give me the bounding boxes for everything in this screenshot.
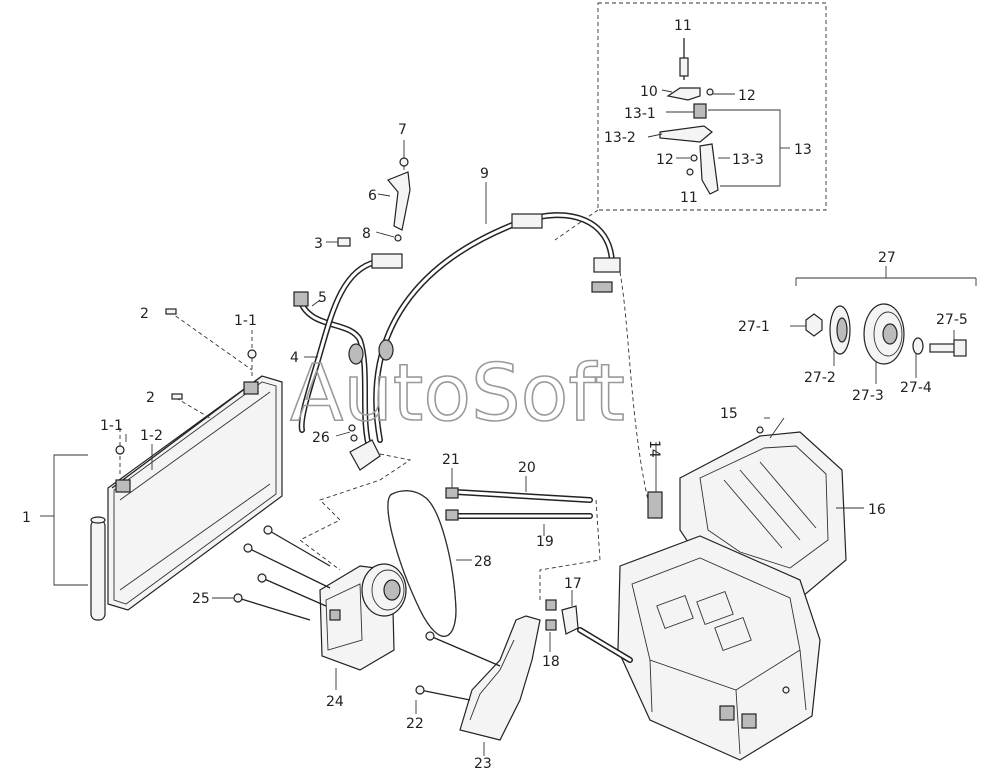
callout-2a: 2 [140, 306, 149, 322]
callout-27-3: 27-3 [852, 388, 884, 404]
callout-1: 1 [22, 510, 31, 526]
callout-27-1: 27-1 [738, 319, 770, 335]
callout-1-1b: 1-1 [234, 313, 257, 329]
callout-9: 9 [480, 166, 489, 182]
pressure-hose-14 [619, 271, 663, 519]
condenser-icon [90, 375, 283, 621]
callout-13-2: 13-2 [604, 130, 636, 146]
callout-10: 10 [640, 84, 658, 100]
drive-belt-icon [387, 490, 472, 637]
callout-1-1a: 1-1 [100, 418, 123, 434]
callout-1-2: 1-2 [140, 428, 163, 444]
callout-26: 26 [312, 430, 330, 446]
callout-5: 5 [318, 290, 327, 306]
heater-hoses [445, 468, 601, 600]
callout-14: 14 [646, 440, 662, 458]
callout-13-1: 13-1 [624, 106, 656, 122]
callout-27-2: 27-2 [804, 370, 836, 386]
callout-28: 28 [474, 554, 492, 570]
expansion-valve [545, 590, 579, 652]
callout-11b: 11 [680, 190, 698, 206]
callout-17: 17 [564, 576, 582, 592]
callout-3: 3 [314, 236, 323, 252]
callout-11a: 11 [674, 18, 692, 34]
compressor-bolts [212, 525, 337, 690]
callout-16: 16 [868, 502, 886, 518]
callout-13-3: 13-3 [732, 152, 764, 168]
hvac-unit-icon [577, 417, 864, 761]
condenser-bolts [115, 308, 257, 474]
callout-27-4: 27-4 [900, 380, 932, 396]
callout-27: 27 [878, 250, 896, 266]
callout-22: 22 [406, 716, 424, 732]
callout-19: 19 [536, 534, 554, 550]
callout-15: 15 [720, 406, 738, 422]
callout-18: 18 [542, 654, 560, 670]
watermark: AutoSoft [290, 349, 625, 439]
callout-23: 23 [474, 756, 492, 772]
callout-8: 8 [362, 226, 371, 242]
callout-25: 25 [192, 591, 210, 607]
pulley-icon [790, 266, 977, 384]
callout-12b: 12 [656, 152, 674, 168]
callout-21: 21 [442, 452, 460, 468]
clamp-parts [304, 140, 487, 442]
callout-27-5: 27-5 [936, 312, 968, 328]
callout-2b: 2 [146, 390, 155, 406]
compressor-icon [319, 563, 407, 671]
refrigerant-lines [293, 212, 621, 471]
detail-box-13 [554, 2, 827, 241]
compressor-bracket [415, 615, 541, 756]
callout-7: 7 [398, 122, 407, 138]
callout-13: 13 [794, 142, 812, 158]
callout-6: 6 [368, 188, 377, 204]
callout-20: 20 [518, 460, 536, 476]
callout-12a: 12 [738, 88, 756, 104]
callout-labels: 1 1-1 1-2 1-1 2 2 3 4 5 6 7 8 9 10 11 11… [22, 18, 968, 772]
callout-24: 24 [326, 694, 344, 710]
callout-4: 4 [290, 350, 299, 366]
